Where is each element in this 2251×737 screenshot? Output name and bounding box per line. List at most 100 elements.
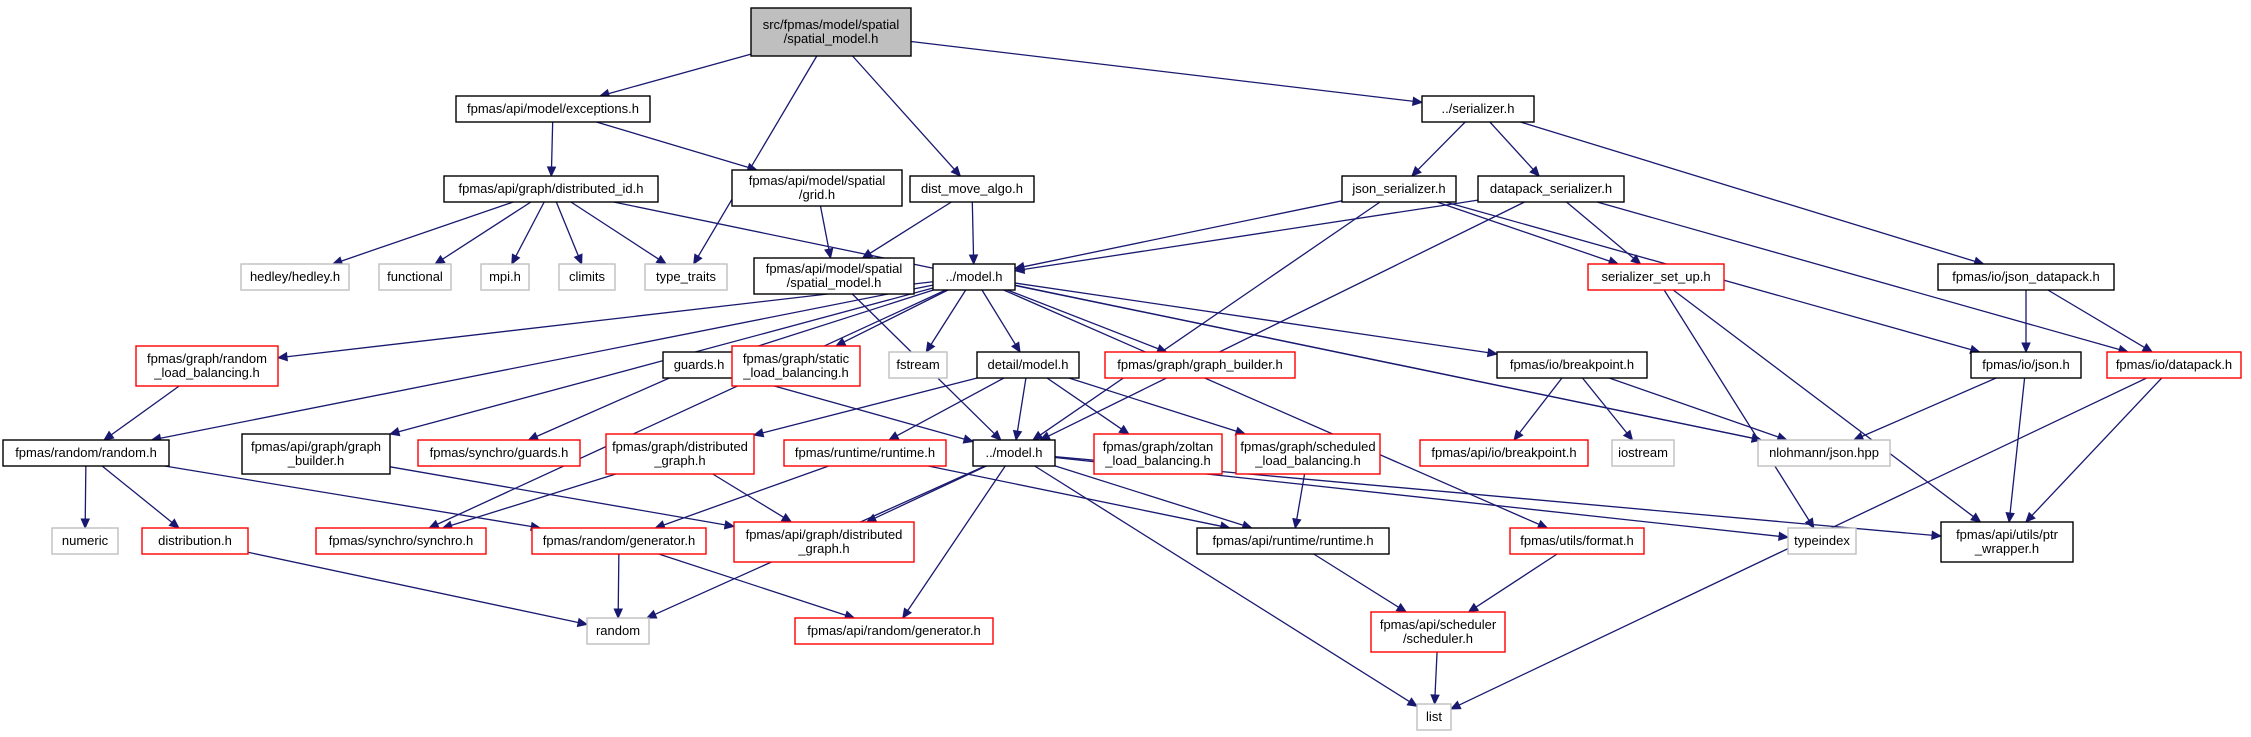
node-functional[interactable]: functional bbox=[378, 263, 452, 291]
edge-datapack-serializer-to-model-mid bbox=[1039, 201, 1525, 441]
node-graph-builder[interactable]: fpmas/graph/graph_builder.h bbox=[1104, 351, 1296, 379]
edge-model-top-to-utils-format bbox=[1003, 289, 1549, 529]
node-box bbox=[733, 521, 915, 563]
edge-serializer-to-datapack-serializer bbox=[1489, 121, 1540, 177]
node-datapack-serializer[interactable]: datapack_serializer.h bbox=[1477, 175, 1625, 203]
node-api-graph-builder[interactable]: fpmas/api/graph/graph_builder.h bbox=[241, 433, 391, 475]
node-label: ../model.h bbox=[985, 445, 1042, 460]
node-distributed-id[interactable]: fpmas/api/graph/distributed_id.h bbox=[443, 175, 659, 203]
node-utils-ptr-wrapper[interactable]: fpmas/api/utils/ptr_wrapper.h bbox=[1940, 521, 2074, 563]
node-label: fpmas/io/datapack.h bbox=[2116, 357, 2232, 372]
node-api-scheduler[interactable]: fpmas/api/scheduler/scheduler.h bbox=[1370, 611, 1506, 653]
node-io-breakpoint[interactable]: fpmas/io/breakpoint.h bbox=[1496, 351, 1648, 379]
node-hedley[interactable]: hedley/hedley.h bbox=[240, 263, 350, 291]
edge-root-to-dist-move bbox=[852, 55, 962, 177]
node-label: climits bbox=[569, 269, 606, 284]
node-random-random[interactable]: fpmas/random/random.h bbox=[2, 439, 170, 467]
edge-io-breakpoint-to-iostream bbox=[1581, 377, 1634, 441]
edge-api-grid-to-api-spatial-model bbox=[819, 205, 834, 260]
node-scheduled-lb[interactable]: fpmas/graph/scheduled_load_balancing.h bbox=[1235, 433, 1381, 475]
node-box bbox=[605, 433, 755, 475]
arrowhead bbox=[1292, 517, 1302, 530]
node-zoltan-lb[interactable]: fpmas/graph/zoltan_load_balancing.h bbox=[1093, 433, 1223, 475]
node-runtime-runtime[interactable]: fpmas/runtime/runtime.h bbox=[783, 439, 947, 467]
arrowhead bbox=[80, 518, 91, 530]
node-dist-move[interactable]: dist_move_algo.h bbox=[909, 175, 1035, 203]
node-random-generator[interactable]: fpmas/random/generator.h bbox=[531, 527, 707, 555]
node-label: fpmas/io/json.h bbox=[1982, 357, 2069, 372]
arrowhead bbox=[1013, 264, 1026, 275]
node-label: fpmas/graph/graph_builder.h bbox=[1117, 357, 1283, 372]
edge-model-top-to-detail-model bbox=[981, 289, 1021, 354]
node-label: distribution.h bbox=[158, 533, 232, 548]
node-detail-model[interactable]: detail/model.h bbox=[976, 351, 1080, 379]
node-api-spatial-model[interactable]: fpmas/api/model/spatial/spatial_model.h bbox=[753, 257, 915, 295]
node-box bbox=[731, 345, 861, 387]
edge-exceptions-to-api-grid bbox=[596, 121, 759, 172]
node-mpi[interactable]: mpi.h bbox=[480, 263, 530, 291]
node-label: fpmas/random/generator.h bbox=[543, 533, 695, 548]
edge-root-to-serializer bbox=[910, 40, 1424, 106]
arrowhead bbox=[1467, 602, 1480, 613]
node-random[interactable]: random bbox=[586, 617, 650, 645]
node-model-mid[interactable]: ../model.h bbox=[972, 439, 1056, 467]
node-type-traits[interactable]: type_traits bbox=[644, 263, 728, 291]
edge-datapack-serializer-to-model-top bbox=[1013, 199, 1479, 275]
node-io-json[interactable]: fpmas/io/json.h bbox=[1970, 351, 2082, 379]
node-serializer-set-up[interactable]: serializer_set_up.h bbox=[1587, 263, 1725, 291]
node-label: datapack_serializer.h bbox=[1490, 181, 1612, 196]
edge-io-breakpoint-to-api-io-breakpoint bbox=[1513, 377, 1563, 441]
node-api-distributed-graph[interactable]: fpmas/api/graph/distributed_graph.h bbox=[733, 521, 915, 563]
node-guards[interactable]: guards.h bbox=[662, 351, 736, 379]
node-box bbox=[240, 263, 350, 291]
node-static-lb[interactable]: fpmas/graph/static_load_balancing.h bbox=[731, 345, 861, 387]
node-label: _load_balancing.h bbox=[1254, 453, 1361, 468]
node-numeric[interactable]: numeric bbox=[51, 527, 119, 555]
node-fstream[interactable]: fstream bbox=[888, 351, 948, 379]
node-list[interactable]: list bbox=[1416, 703, 1452, 731]
node-label: fpmas/api/model/spatial bbox=[749, 173, 886, 188]
node-box bbox=[141, 527, 249, 555]
node-iostream[interactable]: iostream bbox=[1611, 439, 1675, 467]
node-json-serializer[interactable]: json_serializer.h bbox=[1341, 175, 1457, 203]
node-box bbox=[644, 263, 728, 291]
node-api-io-breakpoint[interactable]: fpmas/api/io/breakpoint.h bbox=[1419, 439, 1589, 467]
node-box bbox=[731, 169, 903, 207]
arrowhead bbox=[103, 430, 115, 441]
node-box bbox=[531, 527, 707, 555]
node-box bbox=[1416, 703, 1452, 731]
arrowhead bbox=[428, 519, 440, 529]
header-file-nodes: src/fpmas/model/spatial/spatial_model.hf… bbox=[2, 7, 2242, 731]
node-label: /spatial_model.h bbox=[787, 275, 882, 290]
node-nlohmann[interactable]: nlohmann/json.hpp bbox=[1757, 439, 1891, 467]
node-typeindex[interactable]: typeindex bbox=[1787, 527, 1857, 555]
node-box bbox=[378, 263, 452, 291]
node-model-top[interactable]: ../model.h bbox=[932, 263, 1016, 291]
node-box bbox=[2106, 351, 2242, 379]
node-label: fpmas/utils/format.h bbox=[1520, 533, 1633, 548]
node-synchro-guards[interactable]: fpmas/synchro/guards.h bbox=[417, 439, 581, 467]
arrowhead bbox=[1529, 165, 1540, 177]
node-serializer[interactable]: ../serializer.h bbox=[1421, 95, 1535, 123]
node-box bbox=[1093, 433, 1223, 475]
node-utils-format[interactable]: fpmas/utils/format.h bbox=[1509, 527, 1645, 555]
edge-root-to-type-traits bbox=[693, 55, 818, 266]
node-root[interactable]: src/fpmas/model/spatial/spatial_model.h bbox=[750, 7, 912, 57]
node-io-datapack[interactable]: fpmas/io/datapack.h bbox=[2106, 351, 2242, 379]
node-label: fpmas/synchro/guards.h bbox=[430, 445, 569, 460]
node-label: fpmas/api/model/spatial bbox=[766, 261, 903, 276]
node-json-datapack[interactable]: fpmas/io/json_datapack.h bbox=[1937, 263, 2115, 291]
node-synchro-synchro[interactable]: fpmas/synchro/synchro.h bbox=[315, 527, 487, 555]
node-exceptions[interactable]: fpmas/api/model/exceptions.h bbox=[455, 95, 651, 123]
node-random-lb[interactable]: fpmas/graph/random_load_balancing.h bbox=[135, 345, 279, 387]
node-climits[interactable]: climits bbox=[558, 263, 616, 291]
arrowhead bbox=[1622, 429, 1634, 441]
node-box bbox=[135, 345, 279, 387]
node-api-grid[interactable]: fpmas/api/model/spatial/grid.h bbox=[731, 169, 903, 207]
node-api-random-generator[interactable]: fpmas/api/random/generator.h bbox=[794, 617, 994, 645]
arrowhead bbox=[752, 428, 765, 438]
node-distribution[interactable]: distribution.h bbox=[141, 527, 249, 555]
node-api-runtime[interactable]: fpmas/api/runtime/runtime.h bbox=[1196, 527, 1390, 555]
node-graph-distributed-graph[interactable]: fpmas/graph/distributed_graph.h bbox=[605, 433, 755, 475]
